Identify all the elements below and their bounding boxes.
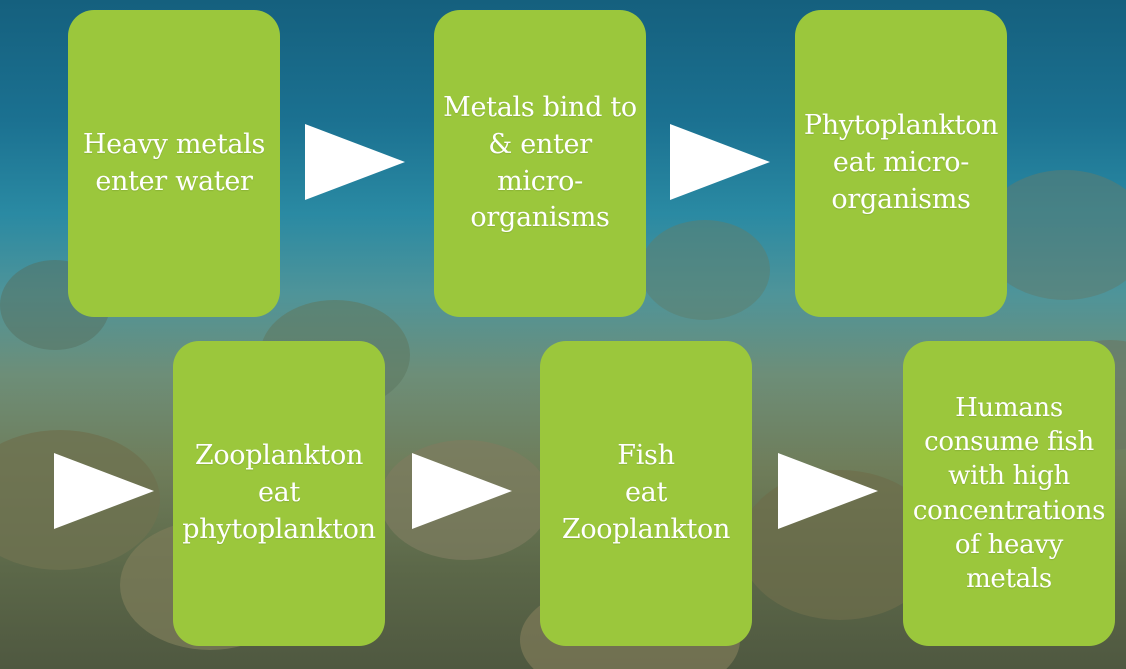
step-zooplankton-eat-phytoplankton: Zooplankton eat phytoplankton bbox=[173, 341, 385, 646]
seabed-rock bbox=[640, 220, 770, 320]
flow-arrow bbox=[670, 124, 770, 200]
flow-arrow bbox=[778, 453, 878, 529]
flow-arrow bbox=[305, 124, 405, 200]
step-phytoplankton-eat-microorganisms: Phytoplankton eat micro- organisms bbox=[795, 10, 1007, 317]
step-humans-consume-fish: Humans consume fish with high concentrat… bbox=[903, 341, 1115, 646]
step-heavy-metals-enter-water: Heavy metals enter water bbox=[68, 10, 280, 317]
step-metals-bind-microorganisms: Metals bind to & enter micro- organisms bbox=[434, 10, 646, 317]
flow-arrow bbox=[412, 453, 512, 529]
step-fish-eat-zooplankton: Fish eat Zooplankton bbox=[540, 341, 752, 646]
flow-arrow bbox=[54, 453, 154, 529]
